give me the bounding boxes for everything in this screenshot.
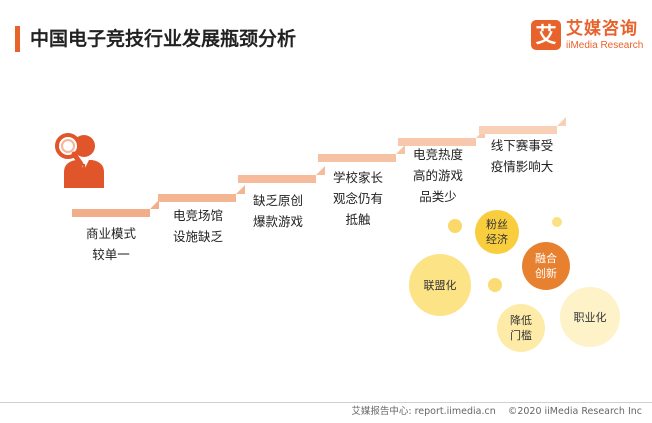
step-label-line: 较单一	[92, 247, 130, 262]
step-label-line: 爆款游戏	[252, 214, 303, 229]
step-label: 缺乏原创爆款游戏	[240, 190, 316, 232]
footer-copyright: ©2020 iiMedia Research Inc	[507, 406, 642, 417]
step-bar	[72, 200, 159, 217]
step-label-line: 高的游戏	[412, 168, 463, 183]
bubble-decor	[488, 278, 502, 292]
step-label: 学校家长观念仍有抵触	[320, 167, 396, 230]
bubble-1: 融合创新	[522, 242, 570, 290]
step-label: 电竞场馆设施缺乏	[160, 205, 236, 247]
step-label-line: 缺乏原创	[252, 193, 303, 208]
bubble-label-line: 门槛	[510, 329, 532, 342]
bubble-label: 融合创新	[535, 251, 557, 281]
step-label: 商业模式较单一	[76, 223, 146, 265]
bubble-label-line: 职业化	[573, 310, 607, 324]
logo-name-en: iiMedia Research	[566, 40, 644, 51]
title-accent-bar	[15, 26, 20, 52]
bubble-0: 粉丝经济	[475, 210, 519, 254]
step-bar	[238, 166, 325, 183]
step-bar-fold	[150, 200, 159, 209]
step-bar-fold	[557, 117, 566, 126]
bubble-label-line: 融合	[535, 252, 557, 265]
step-label-line: 学校家长	[332, 170, 383, 185]
person-with-magnifier-icon	[55, 133, 104, 188]
step-label-line: 疫情影响大	[490, 159, 554, 174]
bubble-label-line: 创新	[535, 267, 557, 280]
bubble-label: 降低门槛	[510, 313, 532, 343]
bubble-label-line: 联盟化	[423, 278, 457, 292]
bubble-2: 联盟化	[409, 254, 471, 316]
step-bar-fold	[396, 145, 405, 154]
step-label: 电竞热度高的游戏品类少	[400, 144, 476, 207]
bubble-decor	[448, 219, 462, 233]
step-label-line: 设施缺乏	[172, 229, 223, 244]
logo-mark: 艾	[531, 20, 561, 50]
step-bar	[318, 145, 405, 162]
bubble-label: 职业化	[574, 310, 607, 325]
step-label-line: 抵触	[345, 212, 371, 227]
step-label-line: 商业模式	[85, 226, 136, 241]
step-label: 线下赛事受疫情影响大	[480, 135, 564, 177]
bubble-label-line: 粉丝	[486, 218, 508, 231]
footer: 艾媒报告中心: report.iimedia.cn ©2020 iiMedia …	[351, 405, 642, 419]
step-bar-fold	[316, 166, 325, 175]
bubble-4: 降低门槛	[497, 304, 545, 352]
step-bar	[479, 117, 566, 134]
bubble-3: 职业化	[560, 287, 620, 347]
step-label-line: 电竞场馆	[172, 208, 223, 223]
bubble-label-line: 降低	[510, 314, 532, 327]
bubble-decor	[552, 217, 562, 227]
footer-source: 艾媒报告中心: report.iimedia.cn	[351, 406, 496, 417]
footer-divider	[0, 402, 652, 403]
step-label-line: 线下赛事受	[490, 138, 554, 153]
step-bar-fold	[236, 185, 245, 194]
brand-logo: 艾 艾媒咨询 iiMedia Research	[531, 18, 649, 58]
step-bar	[158, 185, 245, 202]
bubble-label-line: 经济	[486, 233, 508, 246]
logo-name-cn: 艾媒咨询	[566, 19, 638, 39]
bubble-label: 粉丝经济	[486, 217, 508, 247]
step-label-line: 电竞热度	[412, 147, 463, 162]
page-title: 中国电子竞技行业发展瓶颈分析	[30, 28, 297, 50]
bubble-label: 联盟化	[424, 278, 457, 293]
step-label-line: 观念仍有	[332, 191, 383, 206]
step-label-line: 品类少	[419, 189, 457, 204]
